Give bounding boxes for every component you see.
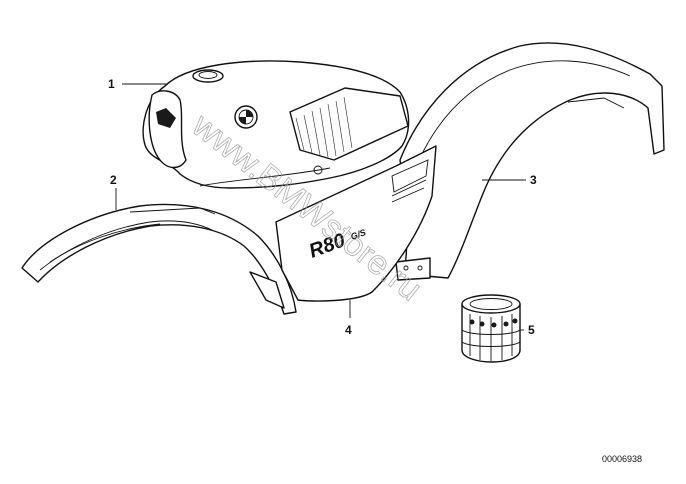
leader-lines <box>115 83 526 331</box>
callout-4: 4 <box>345 323 352 337</box>
callout-1: 1 <box>108 77 115 91</box>
reference-number: 00006938 <box>602 454 642 464</box>
front-mudguard <box>21 203 297 315</box>
fuel-tank <box>142 60 410 189</box>
callout-5: 5 <box>528 323 535 337</box>
filter-element <box>461 294 521 363</box>
callout-2: 2 <box>110 173 117 187</box>
side-cover-decal-suffix: G/S <box>349 227 367 242</box>
callout-3: 3 <box>530 173 537 187</box>
rear-mudguard <box>395 42 665 281</box>
side-cover: R80 G/S <box>275 145 437 302</box>
bmw-roundel-icon <box>234 105 258 129</box>
